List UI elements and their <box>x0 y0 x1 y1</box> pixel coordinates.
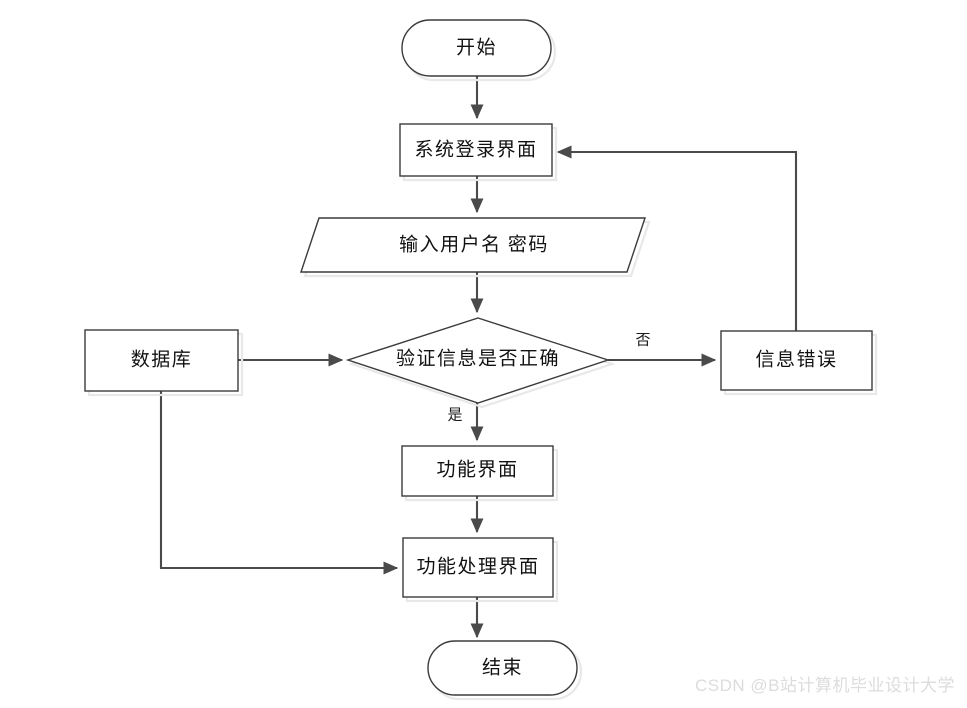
node-end-label: 结束 <box>482 656 523 678</box>
node-func-label: 功能界面 <box>436 458 518 480</box>
node-login-label: 系统登录界面 <box>414 138 537 160</box>
node-func[interactable]: 功能界面 <box>401 445 559 502</box>
csdn-watermark: CSDN @B站计算机毕业设计大学 <box>695 676 955 695</box>
edge-label-layer: 否 是 <box>447 332 650 423</box>
node-error-label: 信息错误 <box>755 348 837 370</box>
edge-database-to-funcproc <box>159 391 399 575</box>
node-end[interactable]: 结束 <box>427 640 583 701</box>
edge-error-to-login <box>556 145 798 331</box>
node-start[interactable]: 开始 <box>401 19 557 82</box>
edge-label-yes: 是 <box>447 407 462 423</box>
node-input[interactable]: 输入用户名 密码 <box>300 217 651 278</box>
node-start-label: 开始 <box>456 36 497 58</box>
node-layer: 开始 系统登录界面 输入用户名 密码 验证信息是否正确 <box>84 19 878 701</box>
node-funcproc[interactable]: 功能处理界面 <box>402 537 559 603</box>
node-input-label: 输入用户名 密码 <box>399 233 549 255</box>
node-database-label: 数据库 <box>131 348 193 370</box>
node-verify[interactable]: 验证信息是否正确 <box>345 317 616 409</box>
node-verify-label: 验证信息是否正确 <box>396 347 560 369</box>
node-funcproc-label: 功能处理界面 <box>416 555 539 577</box>
edge-label-no: 否 <box>635 332 650 348</box>
node-error[interactable]: 信息错误 <box>720 330 878 396</box>
node-login[interactable]: 系统登录界面 <box>399 123 558 182</box>
node-database[interactable]: 数据库 <box>84 329 244 397</box>
edge-layer <box>159 76 798 639</box>
